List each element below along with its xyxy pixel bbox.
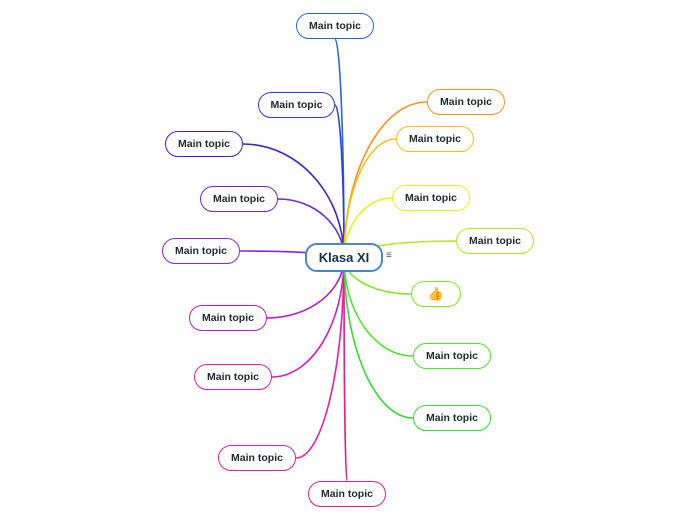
topic-lower-left-1[interactable]: Main topic	[189, 305, 267, 331]
topic-left-1[interactable]: Main topic	[200, 186, 278, 212]
topic-upper-right-2[interactable]: Main topic	[396, 126, 474, 152]
topic-bottom[interactable]: Main topic	[308, 481, 386, 507]
topic-label: Main topic	[270, 99, 323, 111]
topic-lower-right-2[interactable]: Main topic	[413, 405, 491, 431]
connector-topic-lower-right-1	[343, 257, 414, 357]
topic-label: Main topic	[309, 20, 361, 32]
connector-topic-upper-right-2	[343, 138, 397, 259]
topic-label: Main topic	[469, 235, 521, 247]
connector-topic-upper-left-2	[242, 143, 345, 259]
topic-lower-left-2[interactable]: Main topic	[194, 364, 272, 390]
topic-label: Main topic	[231, 452, 283, 464]
topic-label: Main topic	[409, 133, 461, 145]
connector-topic-lower-right-2	[343, 257, 414, 419]
connector-topic-lower-left-2	[271, 257, 345, 378]
central-topic-label: Klasa XI	[318, 250, 370, 265]
central-topic[interactable]: Klasa XI	[305, 243, 383, 272]
connector-topic-upper-left-1	[334, 104, 345, 259]
topic-label: Main topic	[321, 488, 373, 500]
topic-label: Main topic	[405, 192, 457, 204]
topic-left-2[interactable]: Main topic	[162, 238, 240, 264]
topic-upper-left-2[interactable]: Main topic	[165, 131, 243, 157]
topic-lower-right-1[interactable]: Main topic	[413, 343, 491, 369]
topic-label: Main topic	[440, 96, 492, 108]
topic-right-1[interactable]: Main topic	[392, 185, 470, 211]
thumbs-up-icon: 👍	[427, 286, 445, 301]
topic-lower-left-3[interactable]: Main topic	[218, 445, 296, 471]
topic-label: Main topic	[426, 350, 478, 362]
topic-top[interactable]: Main topic	[296, 13, 374, 39]
topic-label: Main topic	[426, 412, 478, 424]
topic-right-2[interactable]: Main topic	[456, 228, 534, 254]
topic-label: Main topic	[202, 312, 254, 324]
topic-right-thumb[interactable]: 👍	[411, 281, 461, 307]
topic-upper-left-1[interactable]: Main topic	[258, 92, 335, 118]
connector-topic-bottom	[343, 257, 348, 482]
topic-label: Main topic	[207, 371, 259, 383]
notes-icon[interactable]: ≡	[386, 250, 392, 261]
topic-label: Main topic	[178, 138, 230, 150]
topic-label: Main topic	[213, 193, 265, 205]
topic-upper-right-1[interactable]: Main topic	[427, 89, 505, 115]
topic-label: Main topic	[175, 245, 227, 257]
connector-topic-lower-left-3	[295, 257, 345, 459]
